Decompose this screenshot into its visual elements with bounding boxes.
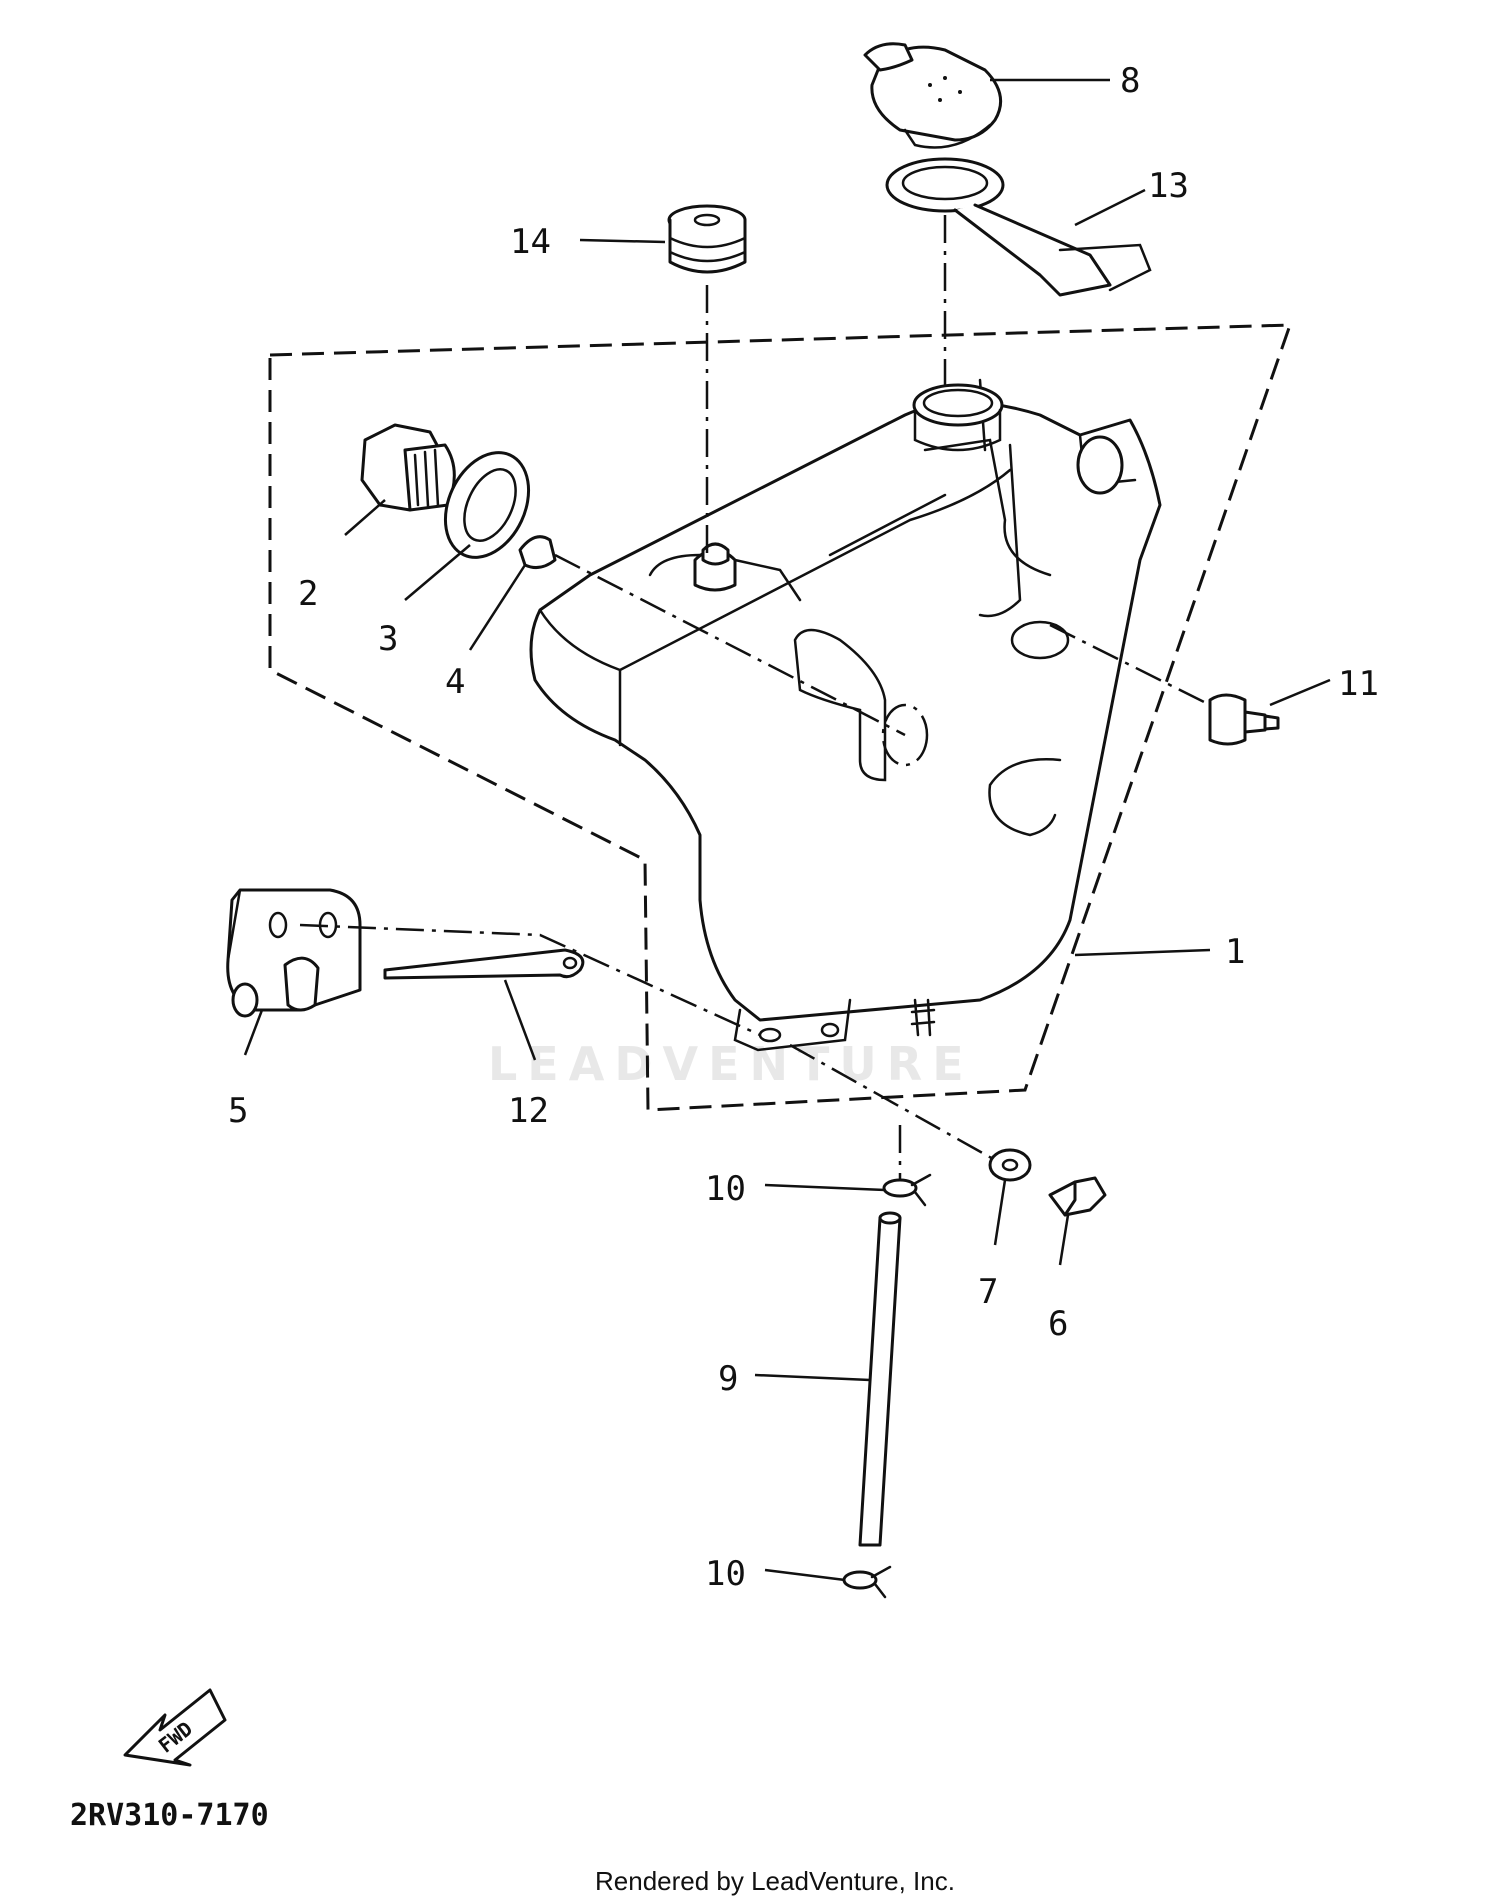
bolt bbox=[1048, 1176, 1107, 1217]
callout-10-lower: 10 bbox=[705, 1554, 746, 1594]
callout-7: 7 bbox=[978, 1272, 998, 1312]
small-gasket bbox=[518, 535, 557, 570]
hose-clip-upper bbox=[882, 1173, 932, 1207]
washer bbox=[988, 1148, 1032, 1182]
callout-10-upper: 10 bbox=[705, 1169, 746, 1209]
callout-4: 4 bbox=[445, 662, 465, 702]
fwd-arrow-icon: FWD bbox=[123, 1688, 227, 1767]
oil-tank bbox=[529, 378, 1162, 1052]
callout-2: 2 bbox=[298, 574, 318, 614]
cotter-pin bbox=[383, 948, 585, 980]
breather-hose bbox=[858, 1211, 902, 1547]
svg-text:LEADVENTURE: LEADVENTURE bbox=[488, 1037, 974, 1091]
credit-text: Rendered by LeadVenture, Inc. bbox=[595, 1866, 955, 1896]
callout-13: 13 bbox=[1148, 166, 1189, 206]
filler-cap bbox=[863, 42, 1003, 149]
holder-clip bbox=[226, 888, 362, 1018]
diagram-code: 2RV310-7170 bbox=[70, 1798, 269, 1833]
callout-6: 6 bbox=[1048, 1304, 1068, 1344]
hose-clip-lower bbox=[842, 1565, 892, 1599]
cap-strap bbox=[885, 157, 1152, 297]
callout-9: 9 bbox=[718, 1359, 738, 1399]
assembly-lines bbox=[299, 215, 1211, 1180]
grommet bbox=[667, 204, 747, 274]
gasket-ring bbox=[443, 451, 531, 559]
callout-3: 3 bbox=[378, 619, 398, 659]
leader-lines bbox=[243, 78, 1331, 1582]
callout-5: 5 bbox=[228, 1091, 248, 1131]
plug-bolt bbox=[360, 423, 456, 512]
callout-11: 11 bbox=[1338, 664, 1379, 704]
callout-8: 8 bbox=[1120, 61, 1140, 101]
callout-1: 1 bbox=[1225, 932, 1245, 972]
callout-12: 12 bbox=[508, 1091, 549, 1131]
callout-14: 14 bbox=[510, 222, 551, 262]
damper bbox=[1208, 693, 1280, 746]
